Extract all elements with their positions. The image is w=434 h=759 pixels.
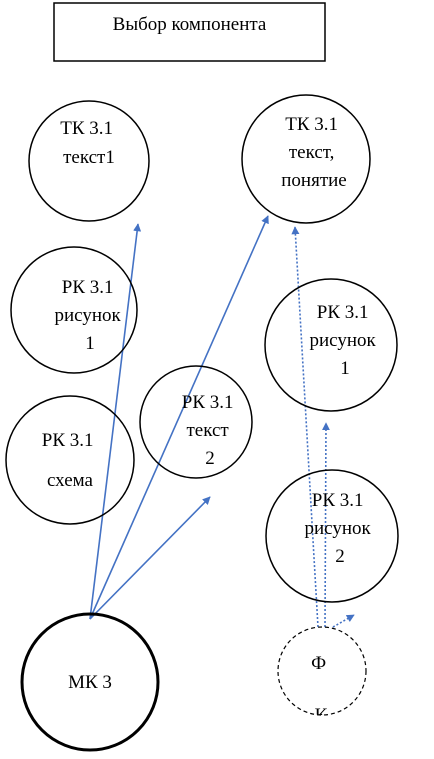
- node-fk-line-2: К: [315, 705, 328, 726]
- node-tk1-line-1: ТК 3.1: [60, 118, 113, 139]
- node-rk3-line-2: текст: [187, 420, 230, 441]
- node-rk5-line-2: рисунок: [305, 518, 372, 539]
- svg-text:РК 3.1 рисунок 2: РК 3.1 рисунок 2: [305, 490, 376, 567]
- title-box: Выбор компонента: [53, 2, 326, 62]
- node-rk3-line-3: 2: [205, 448, 215, 469]
- node-rk2-line-2: рисунок: [310, 330, 377, 351]
- node-rk3-line-1: РК 3.1: [182, 392, 234, 413]
- node-rk5-line-3: 2: [335, 546, 345, 567]
- arrow-fk-to-tk2: [291, 226, 319, 628]
- node-rk4: РК 3.1 схема: [5, 395, 135, 525]
- svg-text:ТК 3.1 текст1: ТК 3.1 текст1: [60, 118, 118, 168]
- edges: [89, 215, 355, 628]
- svg-text:РК 3.1 текст 2: РК 3.1 текст 2: [182, 392, 239, 469]
- node-mk-line-1: МК 3: [68, 672, 112, 693]
- node-rk5: РК 3.1 рисунок 2: [265, 469, 399, 603]
- node-fk-line-1: Ф: [311, 653, 326, 674]
- svg-text:РК 3.1 схема: РК 3.1 схема: [42, 430, 99, 491]
- svg-text:Ф К: Ф К: [311, 653, 331, 726]
- node-tk2-line-1: ТК 3.1: [285, 114, 338, 135]
- node-rk1-line-3: 1: [85, 333, 95, 354]
- arrow-fk-to-rk5: [332, 614, 355, 628]
- node-fk: Ф К: [277, 626, 367, 726]
- node-rk4-line-1: РК 3.1: [42, 430, 94, 451]
- node-rk1-line-2: рисунок: [55, 305, 122, 326]
- svg-text:ТК 3.1 текст, поня: ТК 3.1 текст, понятие: [281, 114, 346, 191]
- svg-text:РК 3.1 рисунок 1: РК 3.1 рисунок 1: [55, 277, 126, 354]
- node-tk1-line-2: текст1: [63, 147, 115, 168]
- node-tk1: ТК 3.1 текст1: [28, 100, 150, 222]
- node-rk1: РК 3.1 рисунок 1: [10, 246, 138, 374]
- node-rk2: РК 3.1 рисунок 1: [264, 278, 398, 412]
- node-rk1-line-1: РК 3.1: [62, 277, 114, 298]
- node-tk2-line-2: текст,: [289, 142, 335, 163]
- node-rk5-line-1: РК 3.1: [312, 490, 364, 511]
- svg-text:РК 3.1 рисунок 1: РК 3.1 рисунок 1: [310, 302, 381, 379]
- arrow-mk-to-tk1: [89, 223, 142, 620]
- node-tk2-line-3: понятие: [281, 170, 346, 191]
- arrow-mk-to-rk3: [89, 496, 211, 620]
- node-rk3: РК 3.1 текст 2: [139, 365, 253, 479]
- arrow-mk-to-tk2: [89, 215, 269, 620]
- node-rk2-line-1: РК 3.1: [317, 302, 369, 323]
- node-mk: МК 3: [20, 612, 160, 752]
- diagram-title: Выбор компонента: [113, 14, 267, 35]
- node-rk2-line-3: 1: [340, 358, 350, 379]
- node-rk4-line-2: схема: [47, 470, 94, 491]
- node-tk2: ТК 3.1 текст, понятие: [241, 94, 371, 224]
